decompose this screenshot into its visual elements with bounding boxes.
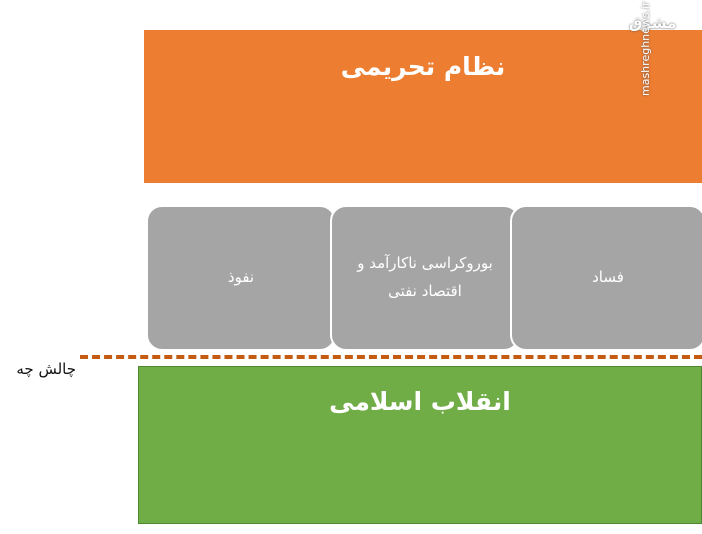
- watermark: مشرق mashreghnews.ir: [623, 1, 693, 120]
- islamic-revolution-title: انقلاب اسلامی: [329, 387, 511, 416]
- islamic-revolution-band: انقلاب اسلامی: [138, 366, 702, 524]
- sanctions-system-band: نظام تحریمی: [144, 30, 702, 183]
- corruption-label: فساد: [592, 268, 624, 287]
- watermark-logo: مشرق: [629, 14, 677, 32]
- watermark-site: mashreghnews.ir: [639, 1, 652, 96]
- challenge-dashed-line: [80, 355, 702, 359]
- bureaucracy-oil-economy-label: بوروکراسی ناکارآمد و اقتصاد نفتی: [357, 254, 493, 300]
- infiltration-label: نفوذ: [227, 268, 255, 287]
- bureaucracy-oil-economy-box: بوروکراسی ناکارآمد و اقتصاد نفتی: [330, 205, 520, 351]
- sanctions-system-title: نظام تحریمی: [340, 52, 506, 81]
- corruption-box: فساد: [510, 205, 702, 351]
- infiltration-box: نفوذ: [146, 205, 336, 351]
- challenge-label: چالش چه: [16, 360, 76, 378]
